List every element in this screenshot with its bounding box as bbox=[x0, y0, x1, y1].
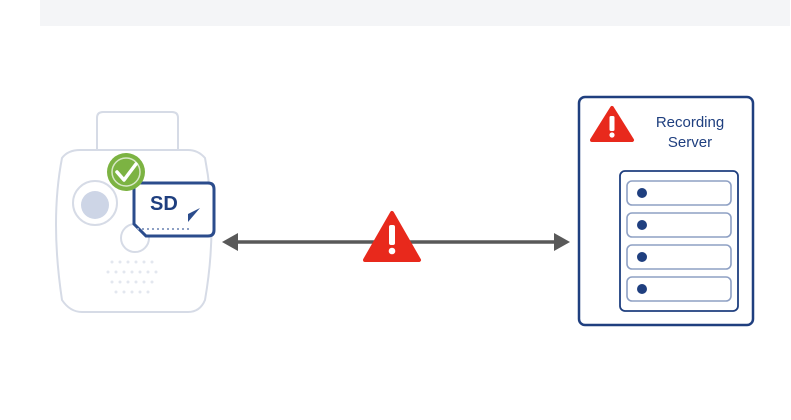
server-warning-icon bbox=[590, 106, 634, 142]
server-title-line2: Server bbox=[667, 134, 713, 151]
server-drive bbox=[626, 180, 732, 302]
top-band bbox=[40, 0, 790, 26]
server-drive-led bbox=[637, 188, 647, 294]
recording-server bbox=[577, 95, 755, 327]
camera-lens-left bbox=[81, 191, 109, 219]
sd-card-label: SD bbox=[150, 193, 178, 215]
server-title-line1: Recording bbox=[655, 114, 725, 131]
camera-body bbox=[55, 149, 213, 313]
sd-card-icon bbox=[132, 181, 216, 238]
server-title: Recording Server bbox=[640, 113, 740, 153]
check-circle-icon bbox=[107, 153, 145, 191]
camera-lens-left-ring bbox=[72, 180, 118, 226]
camera-speaker-grille bbox=[106, 260, 158, 294]
camera-top-bracket bbox=[96, 111, 179, 150]
connection-warning-icon bbox=[363, 211, 421, 262]
camera bbox=[55, 111, 213, 313]
